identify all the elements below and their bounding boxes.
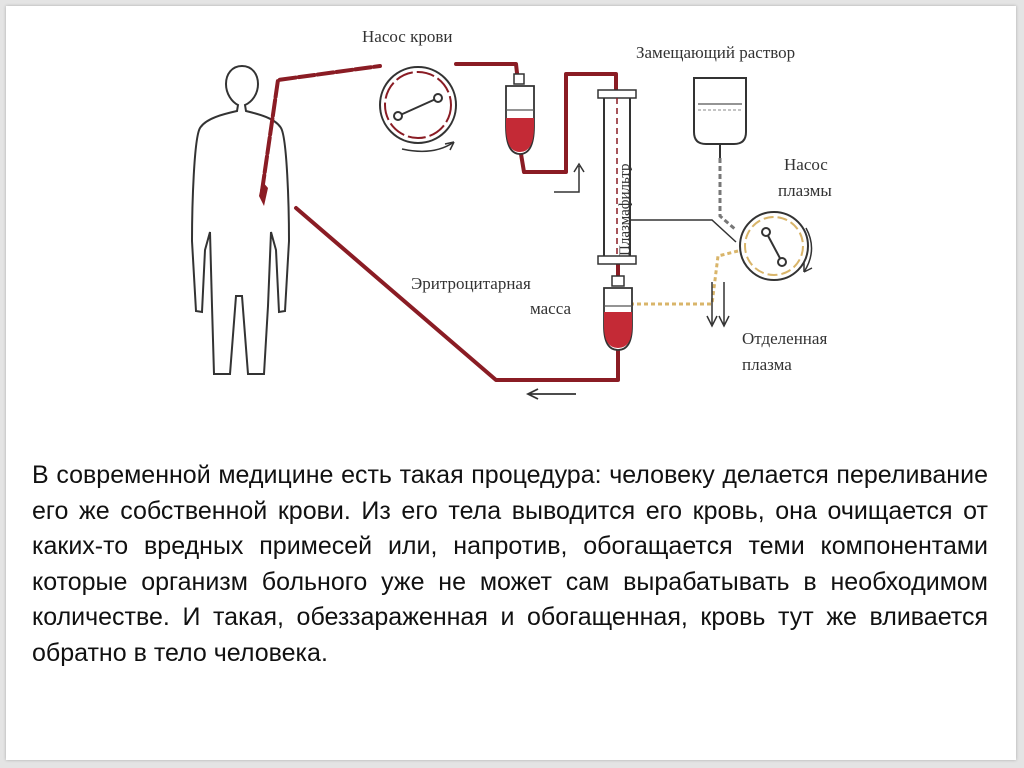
tube-return-to-body — [294, 206, 620, 382]
plasma-filter-label: Плазмафильтр — [617, 164, 633, 256]
tube-bag-to-filter — [519, 72, 618, 174]
slide: Плазмафильтр — [6, 6, 1016, 760]
plasma-pump-label-line2: плазмы — [778, 181, 832, 200]
erythrocyte-mass-label-line2: масса — [530, 299, 571, 318]
blood-bag-icon — [505, 73, 535, 155]
blood-pump-icon — [379, 66, 457, 153]
replacement-solution-bottle-icon — [693, 77, 747, 158]
plasmapheresis-diagram: Плазмафильтр — [190, 27, 832, 400]
separated-plasma-label-line1: Отделенная — [742, 329, 827, 348]
separated-plasma-label-line2: плазма — [742, 355, 792, 374]
separated-plasma-arrows-icon — [706, 282, 730, 328]
plasma-tubing — [630, 158, 743, 306]
replacement-solution-label: Замещающий раствор — [636, 43, 795, 62]
flow-arrow-up-icon — [554, 162, 585, 193]
plasma-filter-icon: Плазмафильтр — [597, 89, 637, 265]
description-paragraph: В современной медицине есть такая процед… — [32, 461, 988, 667]
tube-arm-to-pump — [260, 64, 382, 193]
blood-pump-label: Насос крови — [362, 27, 452, 46]
tubing — [260, 62, 620, 382]
plasma-pump-icon — [739, 211, 813, 281]
tube-pump-to-bag — [454, 62, 520, 84]
plasma-pump-label-line1: Насос — [784, 155, 828, 174]
erythrocyte-bag-icon — [603, 275, 633, 351]
return-flow-arrow-icon — [525, 388, 576, 400]
erythrocyte-mass-label-line1: Эритроцитарная — [411, 274, 531, 293]
